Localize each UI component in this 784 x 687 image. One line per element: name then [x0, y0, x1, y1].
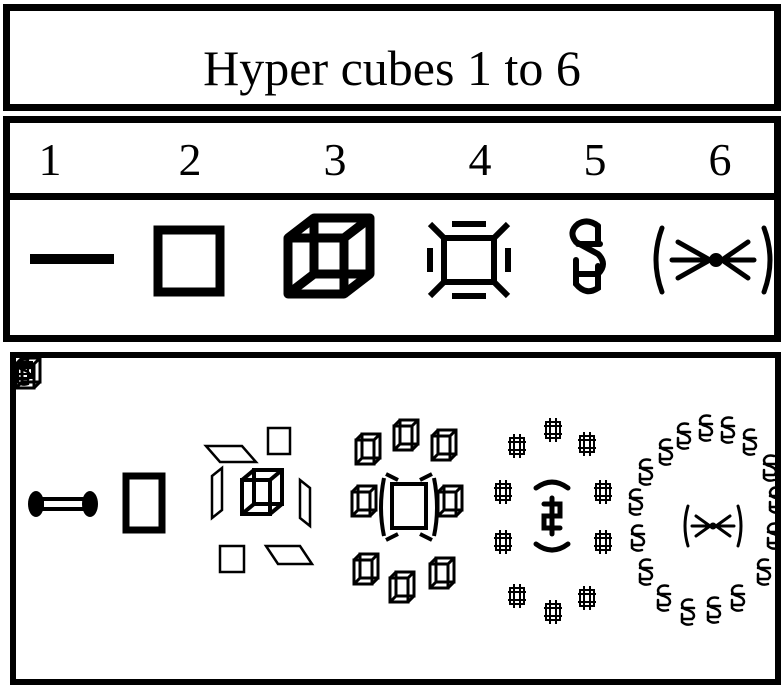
- cube-icon: [283, 213, 375, 299]
- dimension-icon-row: [10, 200, 774, 335]
- dimension-number-2: 2: [178, 134, 202, 185]
- dimension-number-3: 3: [323, 134, 347, 185]
- dimension-number-1: 1: [38, 134, 62, 185]
- dimension-number-6: 6: [708, 134, 732, 185]
- dimension-number-5: 5: [583, 134, 607, 185]
- hexeract-ring-icon: [16, 358, 775, 626]
- dimension-number-4: 4: [468, 134, 492, 185]
- projections-panel: [10, 352, 781, 685]
- line-icon: [30, 254, 114, 264]
- title-panel: Hyper cubes 1 to 6: [3, 4, 781, 111]
- square-icon: [153, 225, 225, 297]
- cube-projection-icon: [203, 426, 315, 574]
- projections-drawing: [16, 358, 775, 626]
- rectangle-icon: [122, 472, 166, 534]
- penteract-ring-icon: [16, 358, 613, 625]
- tesseract-icon: [427, 221, 511, 299]
- dimension-number-row: 1 2 3 4 5 6: [10, 123, 774, 200]
- dimension-table: 1 2 3 4 5 6: [3, 116, 781, 342]
- dumbbell-icon: [28, 491, 98, 517]
- hexeract-glyph-icon: [653, 225, 773, 295]
- diagram-title: Hyper cubes 1 to 6: [203, 40, 581, 96]
- tesseract-ring-icon: [16, 358, 464, 604]
- penteract-glyph-icon: [569, 218, 606, 295]
